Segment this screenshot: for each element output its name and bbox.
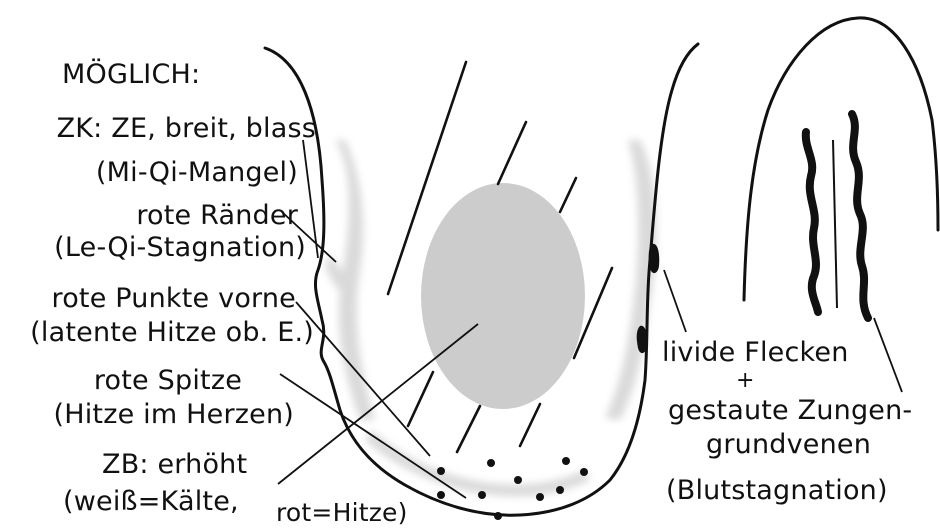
tongue-underside-outline bbox=[744, 18, 938, 300]
label-red-points-note: (latente Hitze ob. E.) bbox=[30, 318, 314, 348]
label-red-edges: rote Ränder bbox=[136, 201, 298, 231]
label-zk-note: (Mi-Qi-Mangel) bbox=[96, 158, 298, 188]
label-red-tip-note: (Hitze im Herzen) bbox=[53, 400, 294, 430]
label-veins-1: gestaute Zungen- bbox=[668, 396, 912, 426]
label-possible: MÖGLICH: bbox=[62, 60, 200, 90]
veins-leader-line bbox=[874, 318, 902, 392]
label-veins-2: grundvenen bbox=[706, 430, 871, 460]
label-red-edges-note: (Le-Qi-Stagnation) bbox=[54, 233, 306, 263]
tongue-coating bbox=[421, 183, 585, 409]
left-sublingual-vein bbox=[806, 132, 818, 312]
label-zb-note-a: (weiß=Kälte, bbox=[63, 487, 239, 517]
label-veins-note: (Blutstagnation) bbox=[666, 476, 888, 506]
label-red-tip: rote Spitze bbox=[94, 366, 242, 396]
label-zb: ZB: erhöht bbox=[102, 450, 247, 480]
label-zb-note-b: rot=Hitze) bbox=[276, 498, 408, 528]
label-plus: + bbox=[736, 366, 755, 396]
right-sublingual-vein bbox=[852, 114, 868, 318]
label-red-points: rote Punkte vorne bbox=[51, 284, 296, 314]
label-zk: ZK: ZE, breit, blass bbox=[57, 114, 316, 144]
label-livid-spots: livide Flecken bbox=[662, 338, 849, 368]
frenulum-line bbox=[833, 140, 837, 308]
